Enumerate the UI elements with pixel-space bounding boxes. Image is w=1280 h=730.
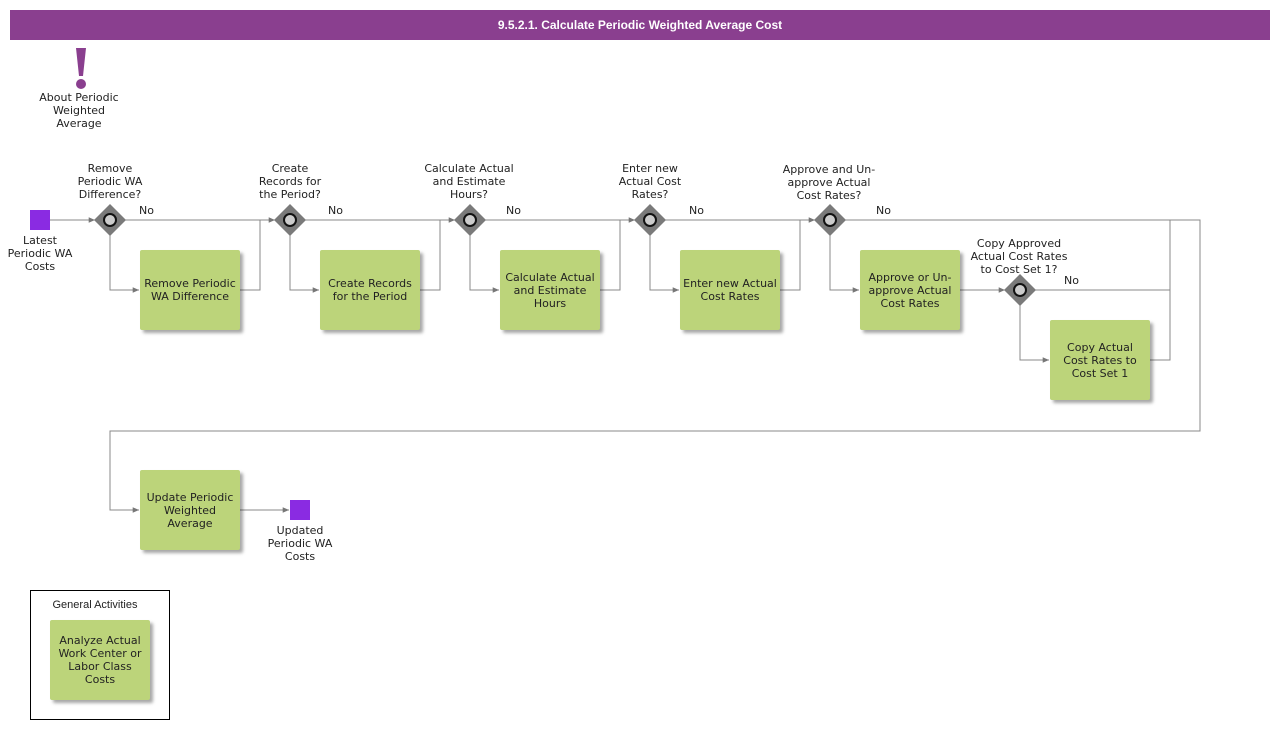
gateway-5[interactable] — [814, 204, 846, 236]
gateway-3[interactable] — [454, 204, 486, 236]
gateway-4-question: Enter new Actual Cost Rates? — [618, 162, 682, 201]
gateway-4-no-label: No — [689, 204, 704, 217]
gateway-3-no-label: No — [506, 204, 521, 217]
task-approve-unapprove-cost-rates[interactable]: Approve or Un- approve Actual Cost Rates — [860, 250, 960, 330]
gateway-1[interactable] — [94, 204, 126, 236]
gateway-5-question: Approve and Un- approve Actual Cost Rate… — [782, 163, 876, 202]
task-remove-periodic-wa-difference[interactable]: Remove Periodic WA Difference — [140, 250, 240, 330]
end-event[interactable] — [290, 500, 310, 520]
general-activities-box — [30, 590, 170, 720]
end-event-label: Updated Periodic WA Costs — [267, 524, 333, 563]
note-label: About Periodic Weighted Average — [39, 91, 119, 130]
task-calculate-actual-estimate-hours[interactable]: Calculate Actual and Estimate Hours — [500, 250, 600, 330]
gateway-6-no-label: No — [1064, 274, 1079, 287]
task-update-periodic-weighted-average[interactable]: Update Periodic Weighted Average — [140, 470, 240, 550]
gateway-2-no-label: No — [328, 204, 343, 217]
exclamation-icon[interactable] — [66, 44, 96, 92]
gateway-1-no-label: No — [139, 204, 154, 217]
start-event-label: Latest Periodic WA Costs — [7, 234, 73, 273]
task-enter-new-actual-cost-rates[interactable]: Enter new Actual Cost Rates — [680, 250, 780, 330]
gateway-3-question: Calculate Actual and Estimate Hours? — [424, 162, 514, 201]
task-analyze-actual-costs[interactable]: Analyze Actual Work Center or Labor Clas… — [50, 620, 150, 700]
diagram-title: 9.5.2.1. Calculate Periodic Weighted Ave… — [10, 10, 1270, 40]
gateway-6[interactable] — [1004, 274, 1036, 306]
gateway-2-question: Create Records for the Period? — [258, 162, 322, 201]
gateway-6-question: Copy Approved Actual Cost Rates to Cost … — [970, 237, 1068, 276]
gateway-1-question: Remove Periodic WA Difference? — [77, 162, 143, 201]
gateway-2[interactable] — [274, 204, 306, 236]
start-event[interactable] — [30, 210, 50, 230]
task-create-records-for-period[interactable]: Create Records for the Period — [320, 250, 420, 330]
gateway-5-no-label: No — [876, 204, 891, 217]
task-copy-actual-cost-rates[interactable]: Copy Actual Cost Rates to Cost Set 1 — [1050, 320, 1150, 400]
gateway-4[interactable] — [634, 204, 666, 236]
general-activities-title: General Activities — [52, 599, 138, 611]
